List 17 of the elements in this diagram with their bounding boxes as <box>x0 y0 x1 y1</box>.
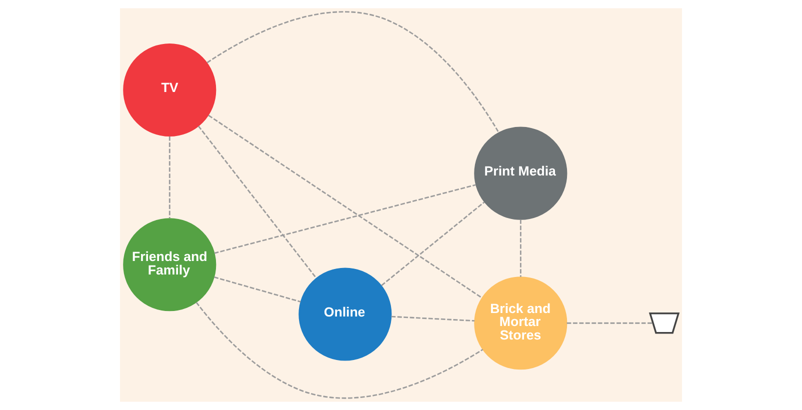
connector <box>206 11 500 134</box>
node-cart <box>648 312 680 334</box>
connector <box>214 276 301 302</box>
connector <box>208 114 482 299</box>
node-circle: Print Media <box>474 126 568 220</box>
node-circle: TV <box>123 43 216 137</box>
connector <box>520 219 522 277</box>
connector <box>391 316 475 322</box>
connector <box>381 202 485 286</box>
connector <box>566 322 654 324</box>
node-circle: Friends and Family <box>123 218 216 312</box>
connector <box>168 136 170 218</box>
connector <box>196 302 484 399</box>
connector <box>198 126 317 278</box>
node-circle: Online <box>298 268 392 361</box>
node-circle: Brick and Mortar Stores <box>474 276 568 370</box>
connector <box>214 184 476 254</box>
